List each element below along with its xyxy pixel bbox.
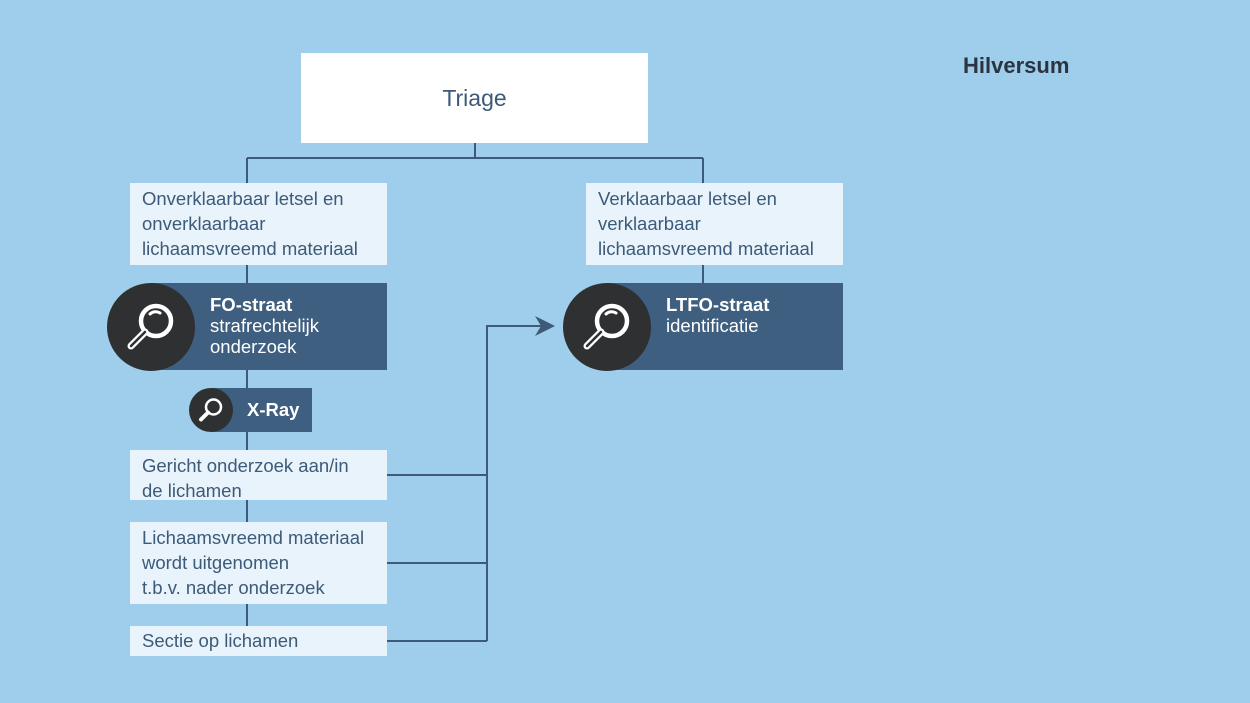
right-branch-box: Verklaarbaar letsel en verklaarbaar lich…	[586, 183, 843, 265]
xray-title: X-Ray	[247, 399, 300, 420]
magnifier-icon	[107, 283, 195, 371]
arrow-to-ltfo	[387, 326, 553, 642]
text-line: onverklaarbaar	[142, 213, 266, 234]
text-line: onderzoek	[210, 336, 297, 357]
text-line: identificatie	[666, 315, 759, 336]
text-line: verklaarbaar	[598, 213, 701, 234]
text-line: strafrechtelijk	[210, 315, 319, 336]
text-line: lichaamsvreemd materiaal	[142, 238, 358, 259]
step-box: Sectie op lichamen	[130, 626, 387, 656]
text-line: Sectie op lichamen	[142, 630, 299, 651]
text-line: wordt uitgenomen	[142, 552, 290, 573]
step-box: Lichaamsvreemd materiaal wordt uitgenome…	[130, 522, 387, 604]
left-branch-box: Onverklaarbaar letsel en onverklaarbaar …	[130, 183, 387, 265]
location-label: Hilversum	[963, 53, 1070, 78]
text-line: Lichaamsvreemd materiaal	[142, 527, 365, 548]
text-line: t.b.v. nader onderzoek	[142, 577, 325, 598]
text-line: lichaamsvreemd materiaal	[598, 238, 814, 259]
magnifier-icon	[189, 388, 233, 432]
magnifier-icon	[563, 283, 651, 371]
triage-label: Triage	[442, 84, 507, 111]
triage-branch-lines	[246, 143, 704, 183]
ltfo-straat-title: LTFO-straat	[666, 294, 770, 315]
flow-lines	[246, 265, 704, 626]
triage-box: Triage	[301, 53, 648, 143]
step-box: Gericht onderzoek aan/in de lichamen	[130, 450, 387, 501]
fo-straat-title: FO-straat	[210, 294, 293, 315]
text-line: Gericht onderzoek aan/in	[142, 455, 349, 476]
text-line: Onverklaarbaar letsel en	[142, 188, 344, 209]
text-line: Verklaarbaar letsel en	[598, 188, 777, 209]
text-line: de lichamen	[142, 480, 242, 501]
